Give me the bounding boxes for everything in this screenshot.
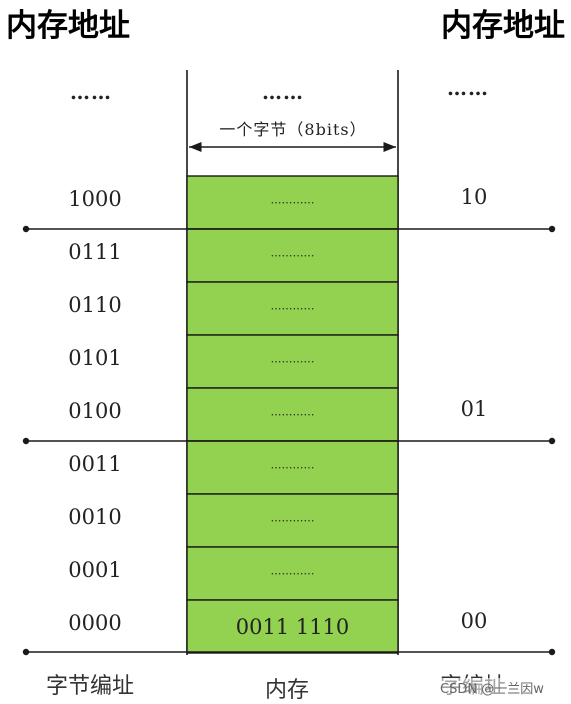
memory-cell xyxy=(186,546,399,601)
separator-end-dot xyxy=(22,437,30,445)
word-addresses: 10 01 00 xyxy=(461,185,488,633)
separator-end-dot xyxy=(548,437,556,445)
right-heading: 内存地址 xyxy=(441,8,565,44)
memory-cell-placeholder: ………… xyxy=(271,565,315,578)
word-address-label: 10 xyxy=(461,185,488,209)
memory-cell-placeholder: ………… xyxy=(271,353,315,366)
memory-ellipsis: …… xyxy=(262,80,304,104)
watermark: CSDN @一兰因w xyxy=(440,678,544,697)
byte-address-label: 0001 xyxy=(68,558,121,582)
byte-address-label: 0010 xyxy=(68,505,121,529)
byte-address-label: 0111 xyxy=(68,240,121,264)
byte-address-label: 0000 xyxy=(68,611,121,635)
right-ellipsis: …… xyxy=(447,76,489,100)
word-separators xyxy=(22,225,556,656)
byte-address-label: 0110 xyxy=(68,293,121,317)
memory-cell xyxy=(186,440,399,495)
word-address-label: 00 xyxy=(461,609,488,633)
memory-cell xyxy=(186,334,399,389)
memory-cell xyxy=(186,599,399,654)
memory-cell xyxy=(186,493,399,548)
memory-cell-placeholder: ………… xyxy=(271,300,315,313)
memory-cell-placeholder: ………… xyxy=(271,247,315,260)
byte-addresses: 1000 0111 0110 0101 0100 0011 0010 0001 0000 xyxy=(68,187,121,635)
memory-cell-placeholder: ………… xyxy=(271,194,315,207)
left-ellipsis: …… xyxy=(70,80,112,104)
left-heading: 内存地址 xyxy=(6,8,130,44)
byte-address-label: 1000 xyxy=(68,187,121,211)
memory-cell xyxy=(186,228,399,283)
byte-address-label: 0101 xyxy=(68,346,121,370)
memory-cell-placeholder: ………… xyxy=(271,512,315,525)
byte-width-label: 一个字节（8bits） xyxy=(219,120,367,139)
memory-cell xyxy=(186,387,399,442)
byte-address-label: 0100 xyxy=(68,399,121,423)
byte-address-label: 0011 xyxy=(68,452,121,476)
memory-label: 内存 xyxy=(265,678,310,703)
memory-cell-placeholder: ………… xyxy=(271,406,315,419)
memory-cells: ………… ………… ………… ………… ………… ………… ………… ………… 0011 111… xyxy=(186,175,399,654)
memory-cell-value: 0011 1110 xyxy=(236,615,350,639)
separator-end-dot xyxy=(22,225,30,233)
memory-cell xyxy=(186,175,399,230)
byte-addressing-label: 字节编址 xyxy=(46,674,135,699)
word-address-label: 01 xyxy=(461,397,488,421)
memory-cell-placeholder: ………… xyxy=(271,459,315,472)
separator-end-dot xyxy=(548,225,556,233)
memory-cell xyxy=(186,281,399,336)
